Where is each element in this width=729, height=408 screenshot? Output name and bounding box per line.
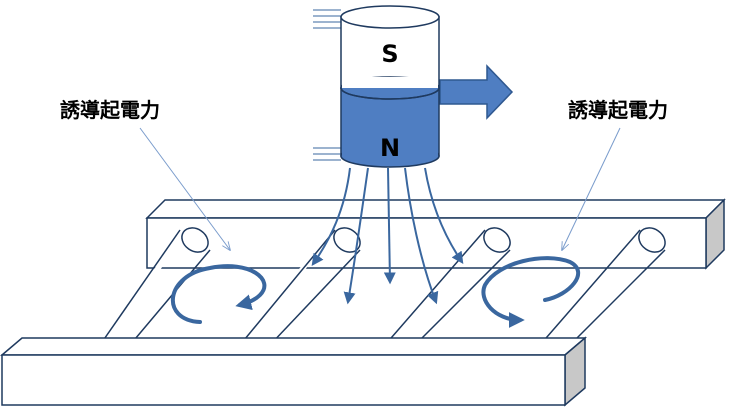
magnet-south-section	[340, 16, 440, 89]
eddy-current-arrow-icon	[171, 264, 267, 324]
field-line-arrow-icon	[424, 167, 464, 264]
motion-lines	[313, 9, 341, 161]
north-pole-label: N	[380, 134, 400, 162]
emf-pointer-right	[562, 127, 621, 250]
front-rail	[0, 336, 588, 407]
rung-4	[539, 227, 666, 346]
field-line-arrow-icon	[383, 167, 396, 285]
conductor-rungs	[85, 227, 666, 346]
rung-2	[230, 227, 361, 346]
eddy-current-arrow-icon	[481, 256, 580, 328]
rung-3	[384, 227, 511, 346]
magnet-top-face	[340, 5, 440, 29]
bar-magnet: S N	[340, 5, 440, 168]
motion-arrow-icon	[439, 64, 514, 120]
field-line-arrow-icon	[343, 167, 369, 305]
eddy-currents	[171, 256, 580, 328]
emf-label-left: 誘導起電力	[60, 98, 160, 122]
south-pole-label: S	[381, 40, 398, 68]
rung-1	[85, 227, 211, 346]
emf-pointer-left	[139, 127, 230, 250]
emf-label-right: 誘導起電力	[568, 98, 668, 122]
field-line-arrow-icon	[404, 167, 439, 305]
field-lines	[311, 167, 464, 305]
back-rail	[145, 198, 726, 270]
field-line-arrow-icon	[311, 167, 351, 266]
